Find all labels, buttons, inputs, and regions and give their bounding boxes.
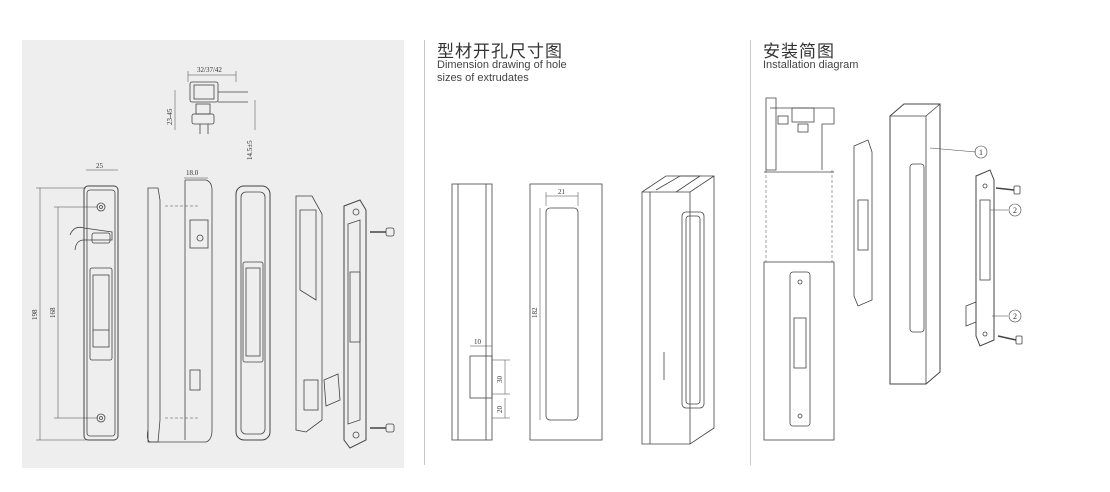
section-subtitle-installation: Installation diagram	[763, 59, 859, 71]
dim-inner-length: 168	[49, 307, 57, 318]
dim-cut-width: 10	[474, 338, 482, 346]
dim-top-offset: 14.5±5	[246, 140, 254, 160]
divider-1	[424, 40, 425, 465]
installation-drawing: 1 2 2	[763, 97, 1023, 441]
dim-hole-width: 21	[558, 188, 566, 196]
front-view-drawing: 25 198 168	[31, 162, 119, 441]
dim-cut-height: 30	[496, 376, 504, 384]
section-subtitle-line1: Dimension drawing of hole	[437, 59, 567, 71]
callout-2-top: 2	[1013, 206, 1017, 215]
faceplate-drawing	[235, 185, 271, 441]
callout-2-bottom: 2	[1013, 312, 1017, 321]
dim-body-width: 25	[96, 162, 104, 170]
profile-drawing-1: 10 30 20	[451, 183, 510, 441]
side-view-drawing: 18.0	[146, 169, 213, 443]
exploded-view-drawing	[295, 195, 395, 449]
top-view-drawing: 32/37/42 23-45 14.5±5	[166, 66, 256, 160]
section-title-installation: 安装简图	[763, 42, 835, 62]
product-drawing-panel	[22, 40, 404, 468]
section-subtitle-line2: sizes of extrudates	[437, 72, 529, 84]
profile-perspective	[641, 175, 715, 445]
callout-1: 1	[979, 148, 983, 157]
section-title-hole-sizes: 型材开孔尺寸图	[437, 42, 563, 62]
dim-side-depth: 18.0	[186, 169, 199, 177]
dim-cut-offset: 20	[496, 406, 504, 414]
dim-top-width: 32/37/42	[197, 66, 222, 74]
divider-2	[750, 40, 751, 465]
dim-hole-length: 182	[531, 307, 539, 318]
profile-drawing-2: 21 182	[529, 183, 603, 441]
dim-top-height: 23-45	[166, 108, 174, 125]
dim-total-length: 198	[31, 309, 39, 320]
